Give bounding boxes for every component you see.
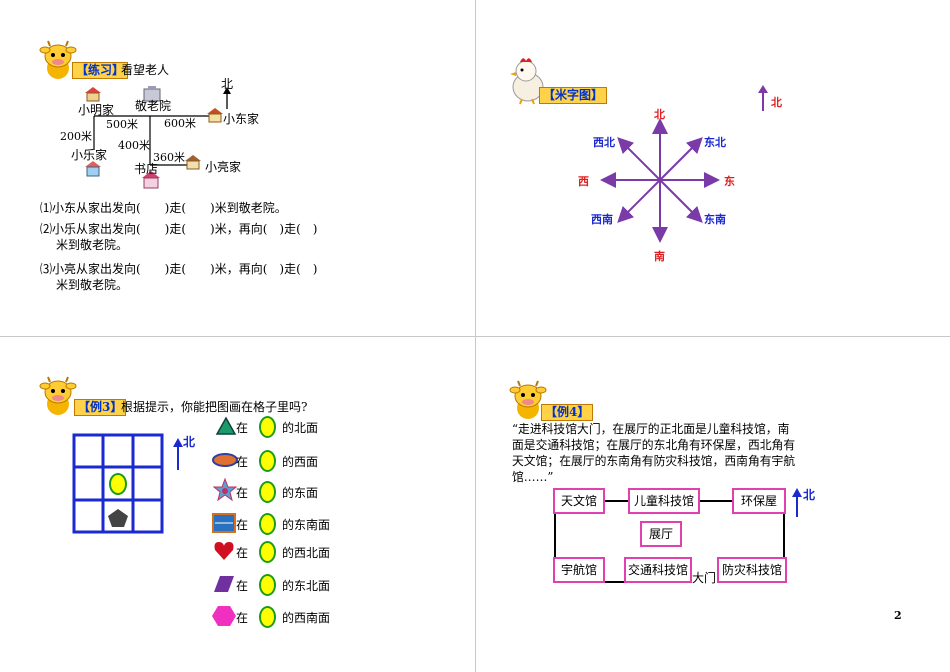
label-nursing-home: 敬老院 — [135, 99, 172, 113]
grid-north-label: 北 — [183, 435, 196, 449]
label-xiaoliang-home: 小亮家 — [205, 160, 242, 174]
row-zai-2: 在 — [236, 455, 249, 469]
practice-title: 看望老人 — [121, 63, 170, 77]
oval-icon — [259, 574, 276, 596]
page-number: 2 — [894, 609, 902, 622]
cow-mascot-icon — [39, 376, 77, 415]
oval-icon — [259, 450, 276, 472]
cow-mascot-icon — [509, 380, 547, 419]
heart-icon — [214, 542, 234, 560]
row-dir-1: 的北面 — [282, 421, 319, 435]
distance-400: 400米 — [118, 139, 150, 152]
room-fangzai: 防灾科技馆 — [717, 557, 787, 583]
north-arrow-icon — [758, 85, 768, 111]
compass-tag: 【米字图】 — [539, 87, 608, 104]
pentagon-icon — [108, 509, 128, 527]
oval-icon — [259, 481, 276, 503]
practice-tag: 【练习】 — [72, 62, 129, 79]
dir-northeast: 东北 — [704, 136, 726, 149]
label-bookstore: 书店 — [134, 162, 159, 176]
distance-500: 500米 — [106, 118, 138, 131]
eight-direction-diagram — [600, 118, 720, 243]
floor-north-label: 北 — [803, 488, 816, 502]
ellipse-icon — [212, 453, 238, 467]
grid-3x3 — [72, 433, 164, 534]
row-zai-5: 在 — [236, 546, 249, 560]
room-jiaotong: 交通科技馆 — [624, 557, 692, 583]
question-2: ⑵小乐从家出发向( )走( )米，再向( )走( ) 米到敬老院。 — [40, 222, 318, 252]
row-zai-7: 在 — [236, 611, 249, 625]
room-ertong: 儿童科技馆 — [628, 488, 700, 514]
room-tianwen: 天文馆 — [553, 488, 605, 514]
cow-mascot-icon — [39, 40, 77, 79]
dir-south: 南 — [654, 250, 665, 263]
example4-tag: 【例4】 — [541, 404, 594, 421]
dir-southwest: 西南 — [591, 213, 613, 226]
house-icon — [85, 87, 101, 102]
house-icon — [185, 155, 201, 170]
row-zai-4: 在 — [236, 518, 249, 532]
route-map — [93, 87, 231, 166]
chicken-mascot-icon — [510, 58, 544, 105]
dir-southeast: 东南 — [704, 213, 726, 226]
room-huanbao: 环保屋 — [732, 488, 786, 514]
row-dir-2: 的西面 — [282, 455, 319, 469]
dir-east: 东 — [724, 175, 735, 188]
label-xiaodong-home: 小东家 — [223, 112, 260, 126]
house-icon — [207, 108, 223, 123]
distance-200: 200米 — [60, 130, 92, 143]
legend-north-label: 北 — [771, 96, 782, 109]
main-gate-label: 大门 — [692, 571, 717, 585]
distance-600: 600米 — [164, 117, 196, 130]
parallelogram-icon — [214, 576, 234, 592]
question-1: ⑴小东从家出发向( )走( )米到敬老院。 — [40, 201, 287, 215]
hexagon-icon — [212, 606, 236, 626]
label-xiaole-home: 小乐家 — [71, 148, 108, 162]
example4-paragraph: “走进科技馆大门，在展厅的正北面是儿童科技馆，南 面是交通科技馆；在展厅的东北角… — [512, 422, 796, 484]
distance-360: 360米 — [153, 151, 185, 164]
nursing-home-icon — [143, 86, 161, 102]
room-yuhang: 宇航馆 — [553, 557, 605, 583]
bookstore-icon — [142, 171, 160, 189]
dir-northwest: 西北 — [593, 136, 615, 149]
row-zai-3: 在 — [236, 486, 249, 500]
dir-west: 西 — [578, 175, 589, 188]
row-dir-4: 的东南面 — [282, 518, 331, 532]
rectangle-icon — [212, 513, 236, 533]
dir-north: 北 — [654, 108, 665, 121]
row-dir-3: 的东面 — [282, 486, 319, 500]
question-3: ⑶小亮从家出发向( )走( )米，再向( )走( ) 米到敬老院。 — [40, 262, 318, 292]
row-dir-7: 的西南面 — [282, 611, 331, 625]
row-zai-6: 在 — [236, 579, 249, 593]
row-dir-5: 的西北面 — [282, 546, 331, 560]
oval-icon — [259, 541, 276, 563]
row-dir-6: 的东北面 — [282, 579, 331, 593]
row-zai-1: 在 — [236, 421, 249, 435]
example3-tag: 【例3】 — [74, 399, 127, 416]
north-arrow-icon — [792, 488, 802, 517]
star-icon — [213, 478, 237, 502]
center-oval — [109, 473, 127, 495]
map-north-label: 北 — [221, 77, 234, 91]
oval-icon — [259, 416, 276, 438]
example3-prompt: 根据提示，你能把图画在格子里吗? — [121, 400, 308, 414]
label-xiaoming-home: 小明家 — [78, 103, 115, 117]
horizontal-divider — [0, 336, 950, 337]
house-icon — [85, 161, 101, 177]
room-zhanting: 展厅 — [640, 521, 682, 547]
triangle-icon — [215, 416, 237, 435]
north-arrow-icon — [173, 438, 183, 470]
oval-icon — [259, 513, 276, 535]
oval-icon — [259, 606, 276, 628]
